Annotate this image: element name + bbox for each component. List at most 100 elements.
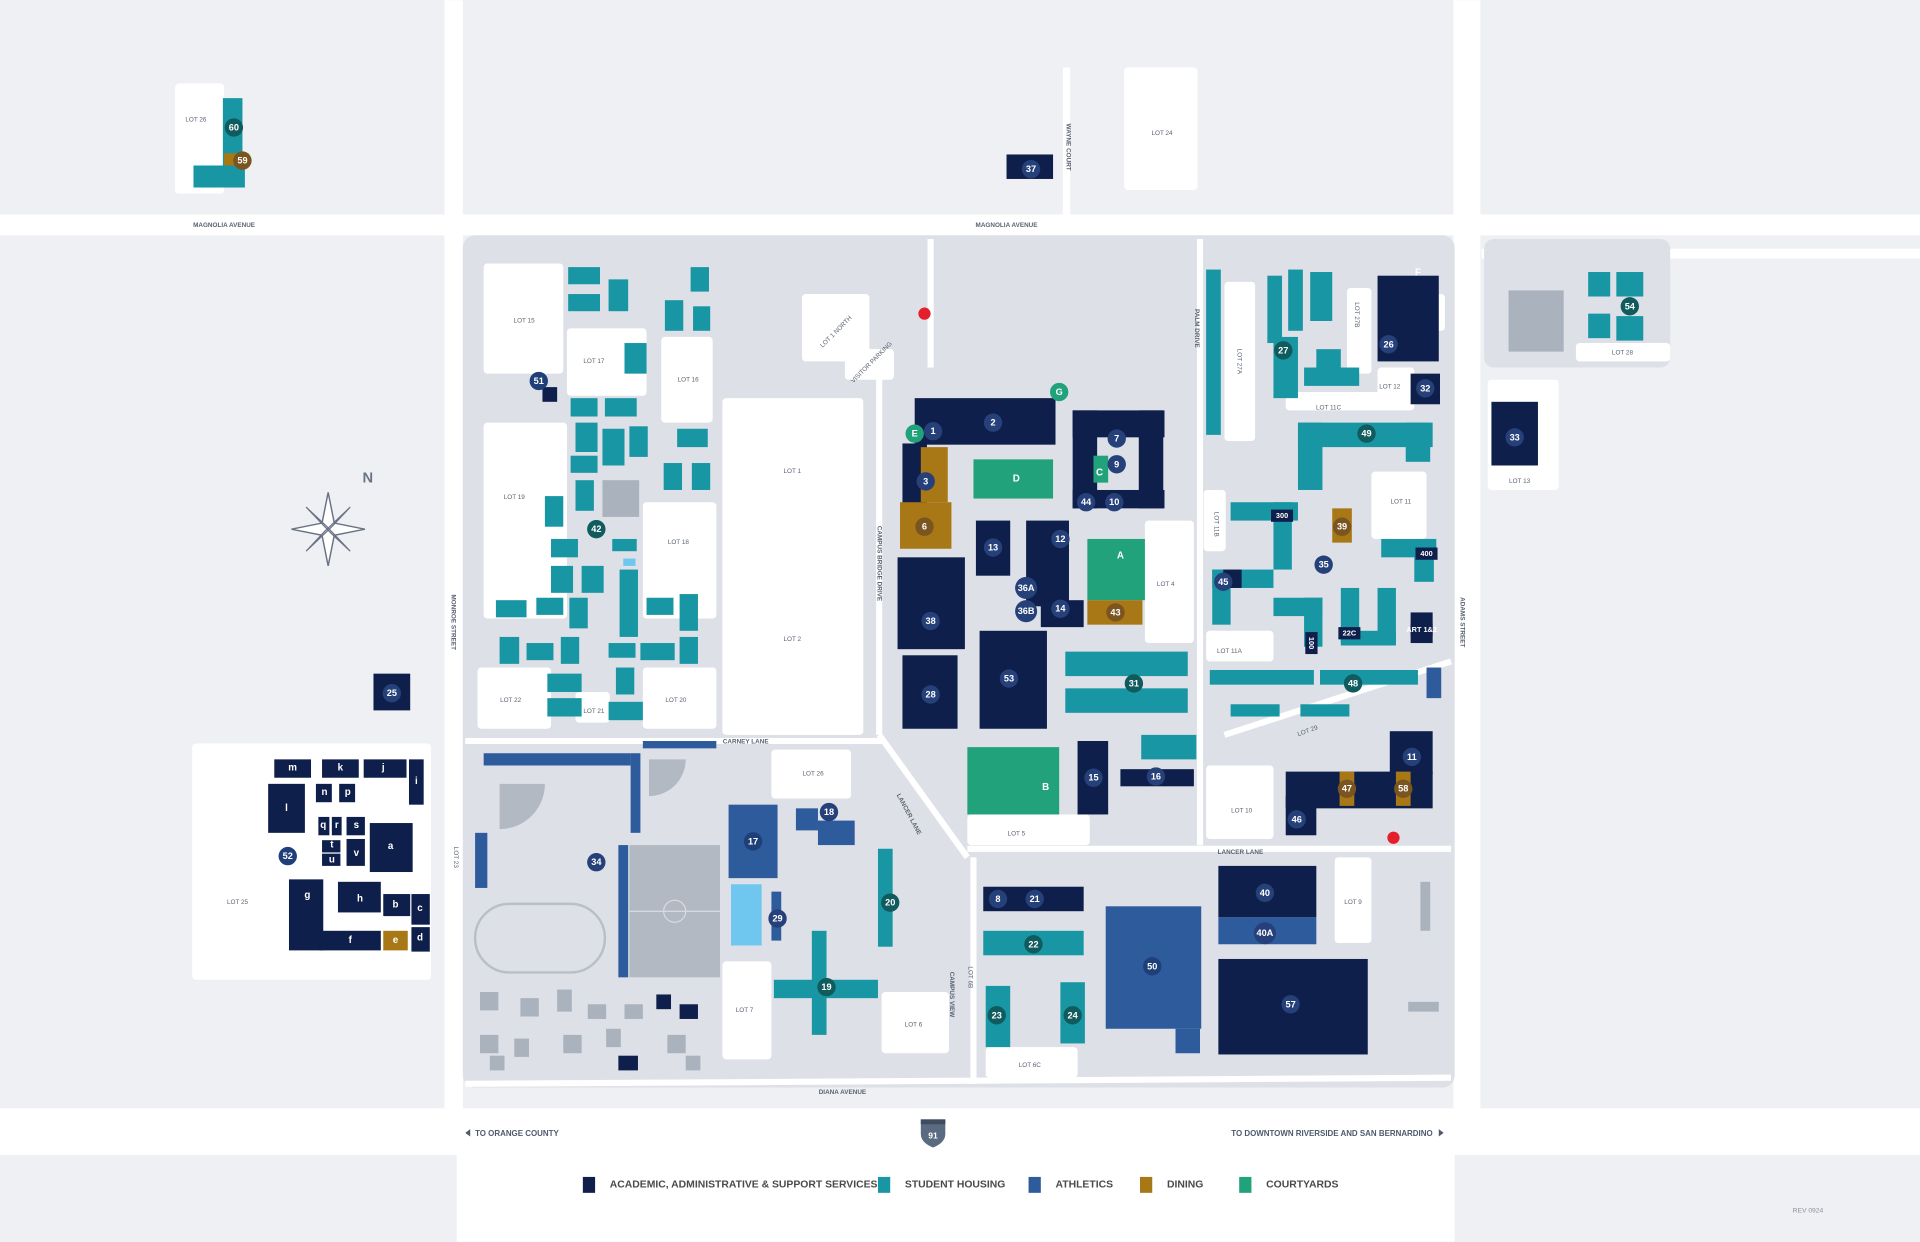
- parking-lot5[interactable]: LOT 5: [967, 814, 1090, 846]
- parking-lot18[interactable]: LOT 18: [642, 502, 717, 619]
- housing-w25[interactable]: [536, 597, 564, 615]
- parking-lot10[interactable]: LOT 10: [1206, 765, 1274, 839]
- housing-w23[interactable]: [619, 569, 638, 637]
- housing-54a[interactable]: [1588, 272, 1611, 297]
- annex-p[interactable]: [339, 783, 356, 803]
- parking-lot28[interactable]: LOT 28: [1575, 343, 1671, 362]
- parking-lot27b[interactable]: LOT 27B: [1346, 287, 1372, 374]
- building-tag-t22c[interactable]: 22C: [1338, 627, 1361, 640]
- building-marker-2[interactable]: 2: [983, 413, 1003, 432]
- housing-w26[interactable]: [569, 597, 588, 629]
- housing-w27[interactable]: [646, 597, 674, 615]
- building-marker-39[interactable]: 39: [1332, 517, 1352, 536]
- athletics-50-annex[interactable]: [1175, 1028, 1200, 1054]
- building-marker-13[interactable]: 13: [983, 538, 1003, 557]
- housing-w17[interactable]: [663, 463, 683, 490]
- housing-27c[interactable]: [1288, 269, 1303, 331]
- bleachers-ne[interactable]: [642, 741, 717, 749]
- parking-lot7[interactable]: LOT 7: [722, 961, 772, 1060]
- building-marker-60[interactable]: 60: [224, 118, 244, 137]
- annex-b[interactable]: [383, 894, 411, 917]
- housing-27b[interactable]: [1267, 275, 1283, 344]
- housing-27d[interactable]: [1310, 272, 1333, 321]
- annex-v[interactable]: [346, 838, 365, 866]
- parking-lot22[interactable]: LOT 22: [477, 667, 552, 729]
- bleachers-mid[interactable]: [630, 753, 641, 833]
- building-tag-art[interactable]: ART 1&2: [1406, 623, 1437, 636]
- housing-w13[interactable]: [570, 455, 598, 473]
- building-marker-28[interactable]: 28: [921, 685, 940, 704]
- athletics-18b[interactable]: [817, 820, 855, 846]
- annex-c[interactable]: [411, 894, 430, 925]
- housing-w18[interactable]: [691, 463, 711, 490]
- housing-48-w[interactable]: [1209, 669, 1314, 685]
- housing-w36[interactable]: [547, 698, 582, 717]
- housing-w22[interactable]: [612, 538, 637, 552]
- building-marker-8[interactable]: 8: [988, 889, 1008, 909]
- residence-navy-3[interactable]: [618, 1055, 638, 1071]
- building-marker-3[interactable]: 3: [916, 472, 935, 491]
- annex-d[interactable]: [411, 927, 430, 952]
- housing-w34[interactable]: [679, 636, 698, 664]
- parking-lot25[interactable]: LOT 25: [192, 743, 432, 980]
- building-marker-A[interactable]: A: [1117, 551, 1124, 562]
- residence-4[interactable]: [587, 1004, 607, 1019]
- housing-54c[interactable]: [1588, 313, 1611, 339]
- residence-navy-1[interactable]: [656, 994, 672, 1010]
- parking-lot27a[interactable]: LOT 27A: [1224, 281, 1256, 441]
- annex-s[interactable]: [346, 816, 365, 836]
- building-marker-C[interactable]: C: [1096, 467, 1103, 478]
- building-marker-49[interactable]: 49: [1357, 424, 1376, 443]
- pool-29[interactable]: [731, 884, 762, 946]
- parking-lot26c[interactable]: LOT 26: [771, 749, 852, 799]
- east-pylon[interactable]: [1420, 881, 1431, 931]
- housing-49-e[interactable]: [1405, 422, 1431, 462]
- pool-42[interactable]: [623, 558, 636, 566]
- housing-31-south[interactable]: [1065, 688, 1188, 713]
- building-38[interactable]: [897, 557, 965, 650]
- building-marker-40[interactable]: 40: [1255, 883, 1275, 903]
- building-marker-26[interactable]: 26: [1379, 335, 1398, 354]
- annex-m[interactable]: [274, 759, 312, 778]
- courtyard-a[interactable]: [1087, 538, 1145, 601]
- building-marker-51[interactable]: 51: [529, 371, 548, 391]
- building-marker-38[interactable]: 38: [921, 611, 940, 631]
- residence-11[interactable]: [685, 1055, 701, 1071]
- housing-54b[interactable]: [1616, 272, 1644, 297]
- building-marker-25[interactable]: 25: [382, 684, 402, 703]
- annex-f[interactable]: [319, 930, 381, 951]
- building-marker-22[interactable]: 22: [1024, 935, 1043, 954]
- residence-1[interactable]: [480, 992, 499, 1011]
- building-marker-36B[interactable]: 36B: [1015, 600, 1038, 623]
- annex-l[interactable]: [268, 783, 305, 833]
- housing-31-north[interactable]: [1065, 651, 1188, 677]
- annex-u[interactable]: [322, 853, 341, 866]
- parking-lot21[interactable]: LOT 21: [575, 692, 610, 723]
- housing-w4[interactable]: [690, 267, 709, 292]
- building-marker-B[interactable]: B: [1042, 782, 1049, 793]
- building-marker-9[interactable]: 9: [1107, 455, 1126, 474]
- parking-lot23[interactable]: LOT 23: [452, 847, 459, 869]
- annex-j[interactable]: [363, 759, 407, 778]
- annex-k[interactable]: [322, 759, 359, 778]
- annex-g[interactable]: [288, 879, 324, 951]
- annex-q[interactable]: [318, 816, 330, 836]
- annex-r[interactable]: [331, 816, 342, 836]
- housing-49-w[interactable]: [1297, 422, 1323, 490]
- building-marker-36A[interactable]: 36A: [1015, 576, 1038, 599]
- housing-29-b[interactable]: [1300, 704, 1350, 717]
- parking-lot6[interactable]: LOT 6: [881, 992, 949, 1054]
- housing-w37[interactable]: [615, 667, 635, 695]
- housing-w7[interactable]: [624, 343, 647, 374]
- building-marker-17[interactable]: 17: [743, 832, 763, 851]
- parking-lot15[interactable]: LOT 15: [483, 263, 564, 374]
- housing-27a[interactable]: [1206, 269, 1221, 435]
- housing-w9[interactable]: [604, 398, 637, 417]
- housing-w11[interactable]: [602, 428, 625, 466]
- housing-w29[interactable]: [499, 636, 520, 664]
- residence-12[interactable]: [489, 1055, 505, 1071]
- building-marker-21[interactable]: 21: [1025, 889, 1044, 909]
- building-marker-23[interactable]: 23: [987, 1006, 1006, 1025]
- housing-w21[interactable]: [581, 565, 604, 593]
